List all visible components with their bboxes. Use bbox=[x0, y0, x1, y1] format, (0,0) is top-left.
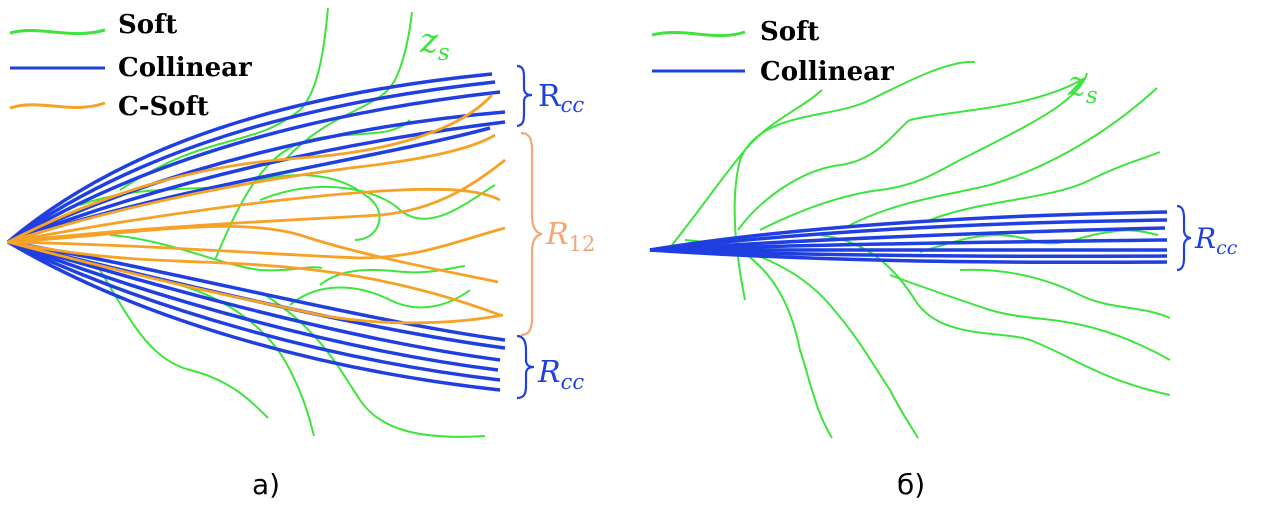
soft-line bbox=[738, 78, 1085, 230]
legend-collinear-label: Collinear bbox=[760, 57, 894, 87]
rcc-group-b: Rcc bbox=[1177, 206, 1238, 270]
rcc-brace-b bbox=[1177, 206, 1191, 270]
rcc-label-b: Rcc bbox=[1194, 222, 1238, 259]
legend-csoft-line bbox=[10, 103, 105, 108]
zs-label-b: zs bbox=[1067, 64, 1098, 109]
r12-label: R12 bbox=[545, 217, 595, 256]
legend-soft-line bbox=[652, 32, 745, 36]
legend-b: Soft Collinear bbox=[652, 17, 894, 87]
soft-line bbox=[735, 62, 975, 300]
rcc-top-group: Rcc bbox=[517, 66, 584, 126]
rcc-bottom-brace bbox=[517, 336, 534, 398]
legend-csoft-label: C-Soft bbox=[118, 92, 209, 122]
legend-soft-label: Soft bbox=[760, 17, 819, 47]
panel-b: Soft Collinear bbox=[650, 17, 1238, 501]
rcc-bottom-group: Rcc bbox=[517, 336, 584, 398]
legend-a: Soft Collinear C-Soft bbox=[10, 10, 252, 122]
soft-line bbox=[740, 250, 832, 438]
zs-label-a: zs bbox=[419, 21, 450, 66]
caption-a: a) bbox=[252, 468, 280, 501]
panel-a: Soft Collinear C-Soft bbox=[8, 8, 595, 501]
soft-line bbox=[850, 88, 1157, 225]
rcc-top-brace bbox=[517, 66, 532, 126]
soft-line bbox=[672, 90, 822, 245]
collinear-lines-a bbox=[8, 74, 505, 390]
caption-b: б) bbox=[897, 468, 925, 501]
csoft-lines-a bbox=[8, 95, 505, 323]
r12-brace bbox=[521, 133, 542, 335]
soft-line bbox=[110, 235, 322, 270]
r12-group: R12 bbox=[521, 133, 595, 335]
legend-soft-line bbox=[10, 30, 105, 34]
legend-soft-label: Soft bbox=[118, 10, 177, 40]
soft-line bbox=[930, 152, 1160, 220]
rcc-bottom-label: Rcc bbox=[537, 355, 584, 394]
soft-line bbox=[685, 240, 918, 438]
collinear-lines-b bbox=[650, 212, 1167, 262]
rcc-top-label: Rcc bbox=[538, 79, 584, 117]
legend-collinear-label: Collinear bbox=[118, 53, 252, 83]
